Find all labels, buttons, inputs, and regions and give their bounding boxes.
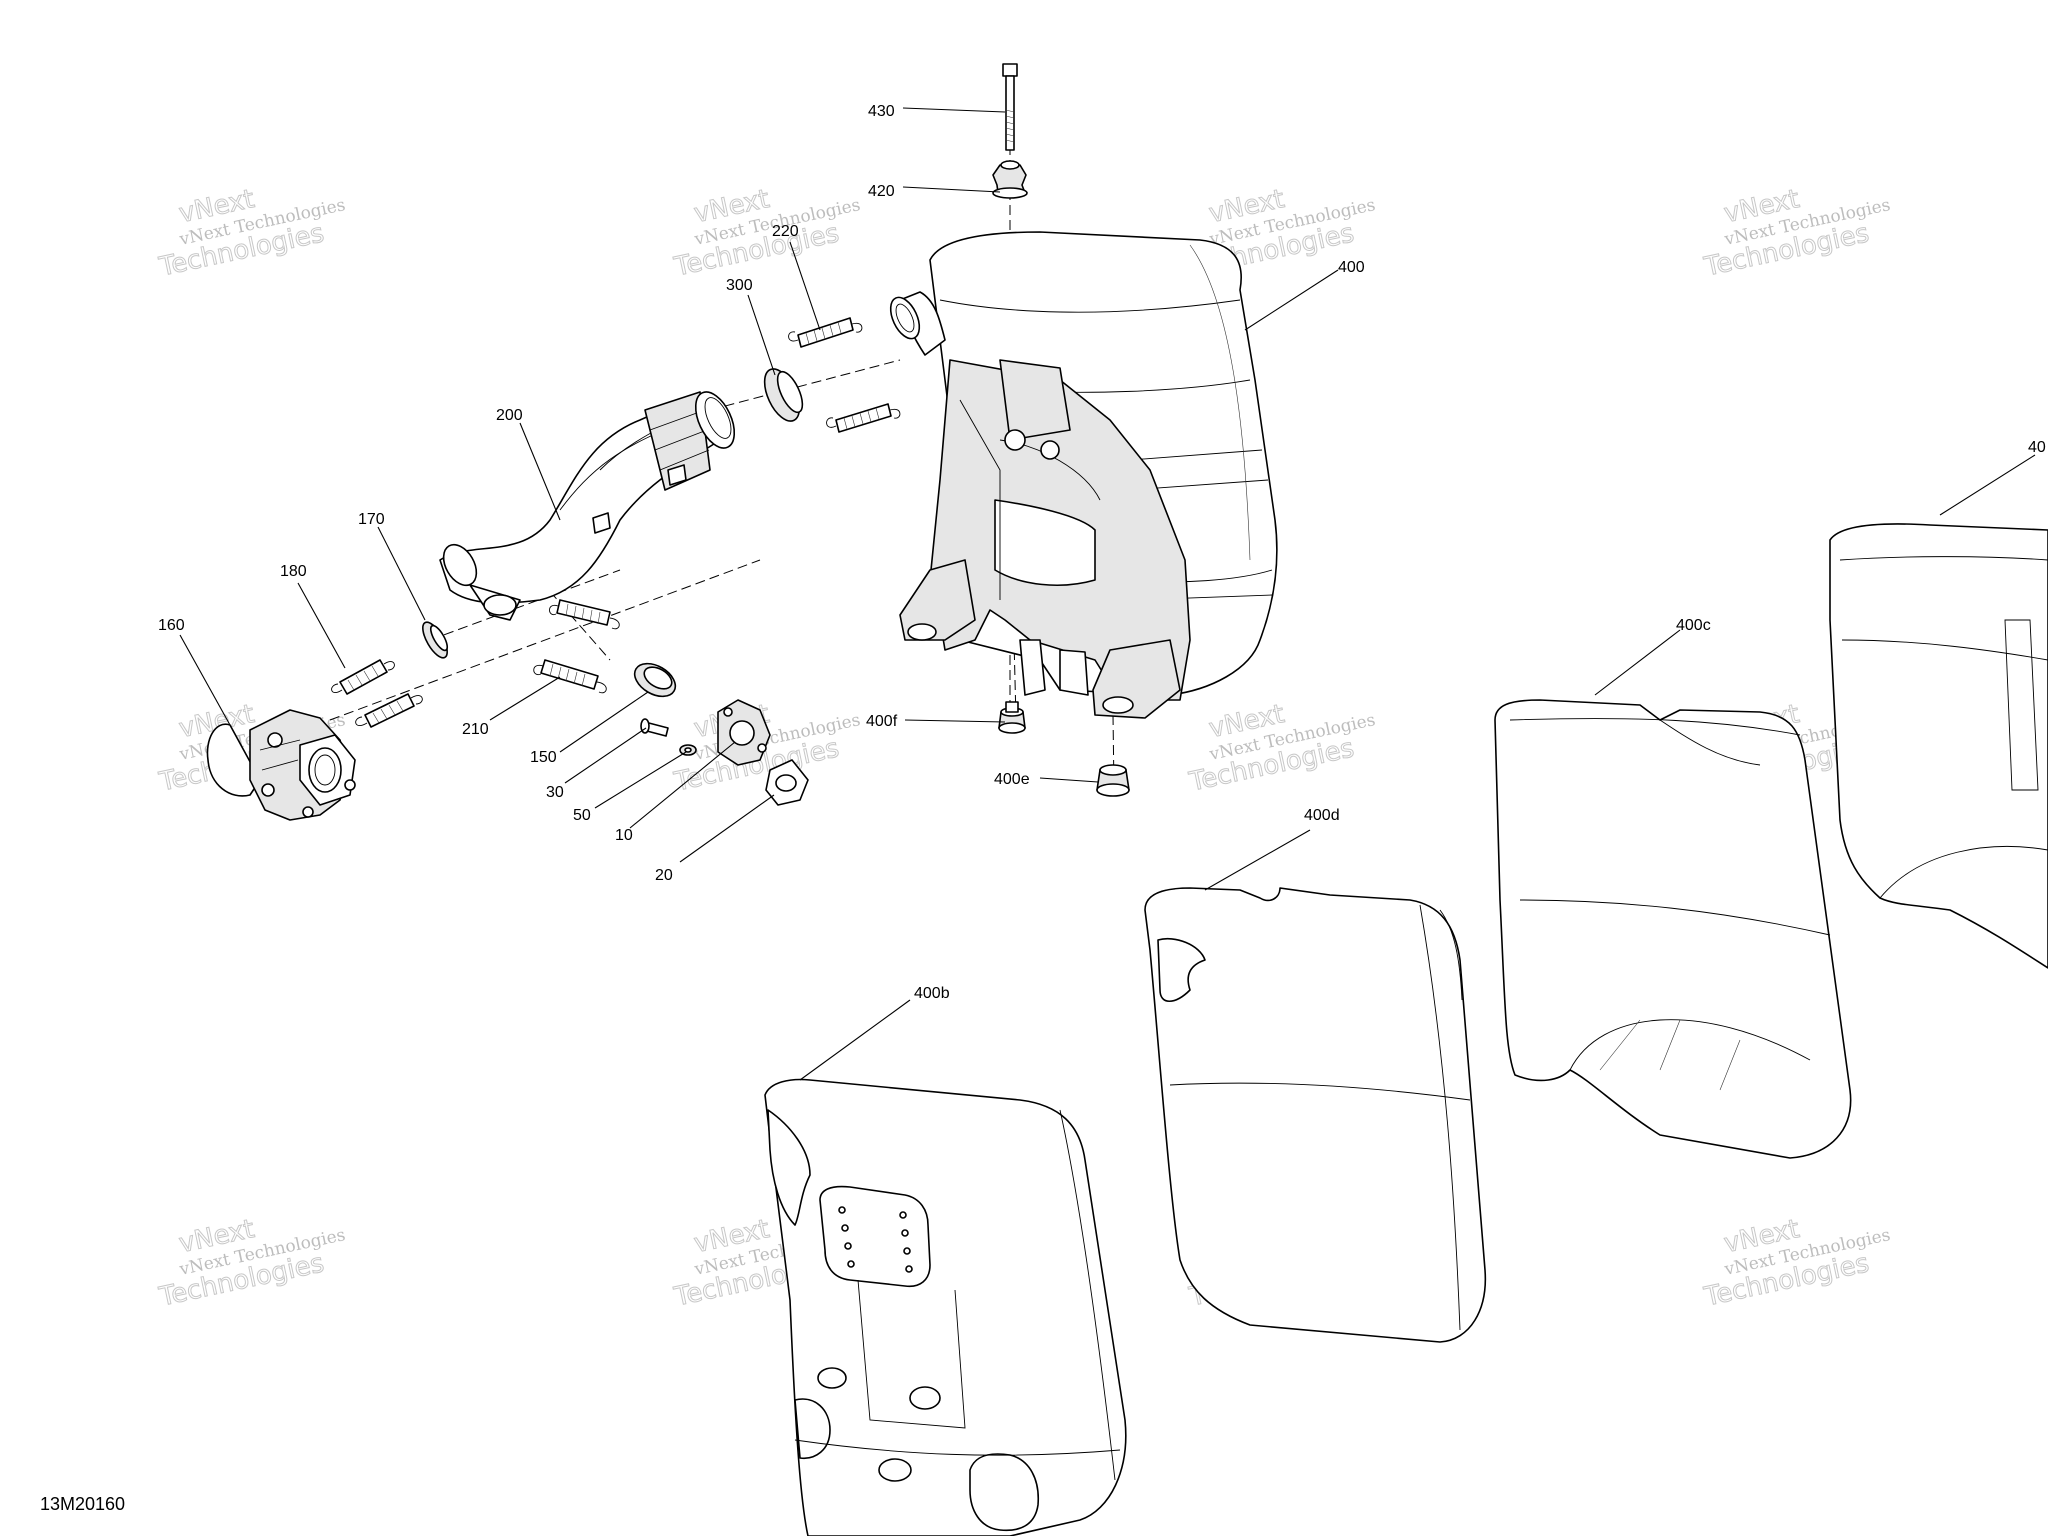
ring-150 — [633, 662, 677, 698]
spring-180-lower — [355, 693, 423, 728]
callout-180: 180 — [280, 563, 307, 580]
callout-400b: 400b — [914, 985, 950, 1002]
callout-10: 10 — [615, 827, 633, 844]
callout-170: 170 — [358, 511, 385, 528]
cover-400b — [764, 1078, 1127, 1536]
rubber-mount-400e — [1096, 764, 1130, 797]
callout-220: 220 — [772, 223, 799, 240]
muffler-assembly-400 — [889, 231, 1278, 719]
callout-20: 20 — [655, 867, 673, 884]
callout-400c: 400c — [1676, 617, 1711, 634]
spring-220-lower — [826, 403, 901, 433]
cover-400c — [1494, 699, 1852, 1159]
bolt-430 — [1002, 63, 1018, 151]
watermark: vNext vNext Technologies Technologies — [156, 184, 348, 284]
gasket-20 — [765, 759, 809, 806]
watermark: vNext vNext Technologies Technologies — [1701, 184, 1893, 284]
watermark: vNext vNext Technologies Technologies — [156, 1214, 348, 1314]
callout-210: 210 — [462, 721, 489, 738]
callout-420: 420 — [868, 183, 895, 200]
watermark: vNext vNext Technologies Technologies — [1701, 1214, 1893, 1314]
seal-ring-300 — [763, 368, 804, 422]
callout-160: 160 — [158, 617, 185, 634]
cover-400d — [1144, 887, 1487, 1343]
rubber-mount-400f — [998, 701, 1026, 734]
callout-labels: 430 420 400 40 220 300 200 170 180 160 2… — [158, 103, 2046, 1002]
callout-30: 30 — [546, 784, 564, 801]
callout-400d: 400d — [1304, 807, 1340, 824]
callout-400: 400 — [1338, 259, 1365, 276]
callout-150: 150 — [530, 749, 557, 766]
leader-lines — [179, 107, 2036, 1081]
callout-400-right: 40 — [2028, 439, 2046, 456]
grommet-420 — [992, 160, 1028, 199]
spring-210-upper — [549, 599, 620, 630]
exhaust-pipe-200 — [439, 391, 736, 621]
spring-220-upper — [788, 317, 863, 348]
spring-180-upper — [331, 659, 395, 695]
cover-400-right — [1829, 523, 2048, 969]
callout-50: 50 — [573, 807, 591, 824]
callout-400f: 400f — [866, 713, 898, 730]
watermark: vNext vNext Technologies Technologies — [671, 184, 863, 284]
washer-50 — [679, 744, 697, 756]
spring-210-lower — [533, 659, 607, 694]
callout-400e: 400e — [994, 771, 1030, 788]
flange-10 — [717, 699, 771, 766]
watermark: vNext vNext Technologies Technologies — [1186, 699, 1378, 799]
bolt-30 — [640, 718, 669, 737]
drawing-number: 13M20160 — [40, 1494, 125, 1514]
clamp-170 — [422, 621, 449, 659]
callout-430: 430 — [868, 103, 895, 120]
callout-300: 300 — [726, 277, 753, 294]
throttle-body-160 — [206, 709, 356, 821]
callout-200: 200 — [496, 407, 523, 424]
